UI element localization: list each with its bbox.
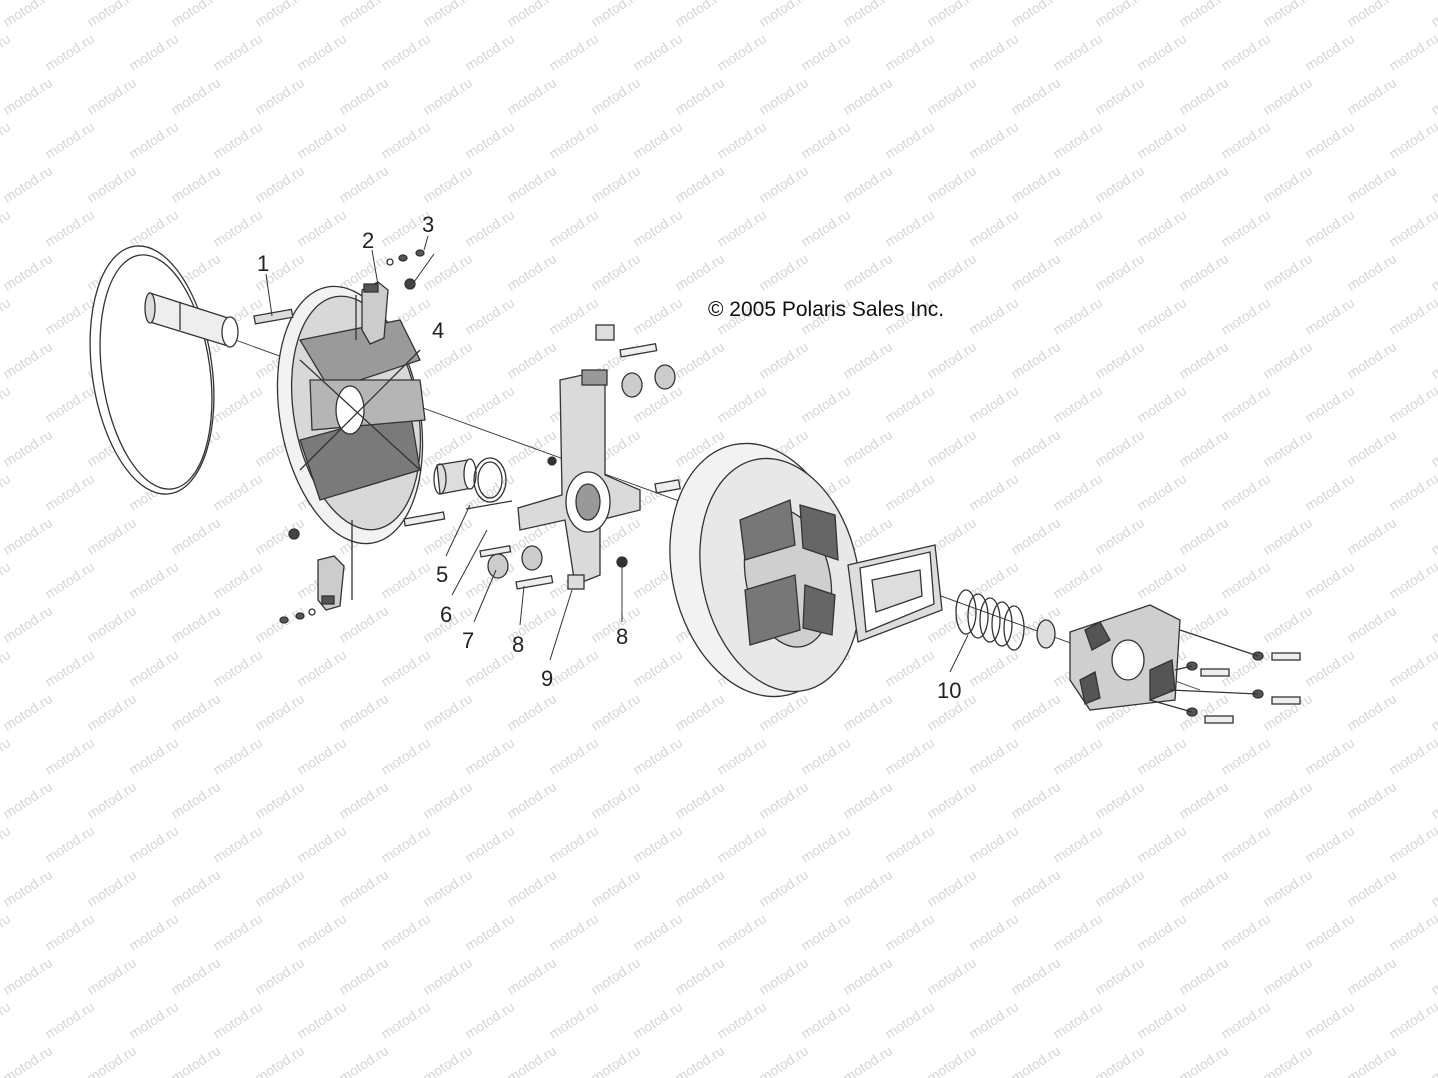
cover-plate [1069,604,1181,711]
bushing-5 [433,458,477,495]
weight-lower [317,520,353,611]
leader-lines [265,235,969,673]
movable-sheave [276,285,426,545]
callout-8b: 8 [616,624,629,649]
nut-4 [288,278,416,540]
callout-1: 1 [257,251,270,276]
callout-8a: 8 [512,632,525,657]
spring-10 [955,589,1025,651]
bushing-ring [1036,619,1056,649]
callout-7: 7 [462,628,475,653]
o-ring [473,457,507,503]
callout-10: 10 [937,678,962,703]
rollers [403,324,681,590]
cover-bolts [1149,629,1301,724]
spring-cover [669,442,861,698]
callout-2: 2 [362,228,375,253]
callout-9: 9 [541,666,554,691]
fixed-sheave [89,245,239,495]
callout-5: 5 [436,562,449,587]
callout-6: 6 [440,602,453,627]
copyright-notice: © 2005 Polaris Sales Inc. [708,298,945,321]
callout-4: 4 [432,318,445,343]
callout-3: 3 [422,212,435,237]
weight-upper [355,281,389,345]
spider [517,369,641,586]
screws-3 [279,249,425,624]
gasket [847,544,943,643]
bolt-1 [253,308,294,325]
